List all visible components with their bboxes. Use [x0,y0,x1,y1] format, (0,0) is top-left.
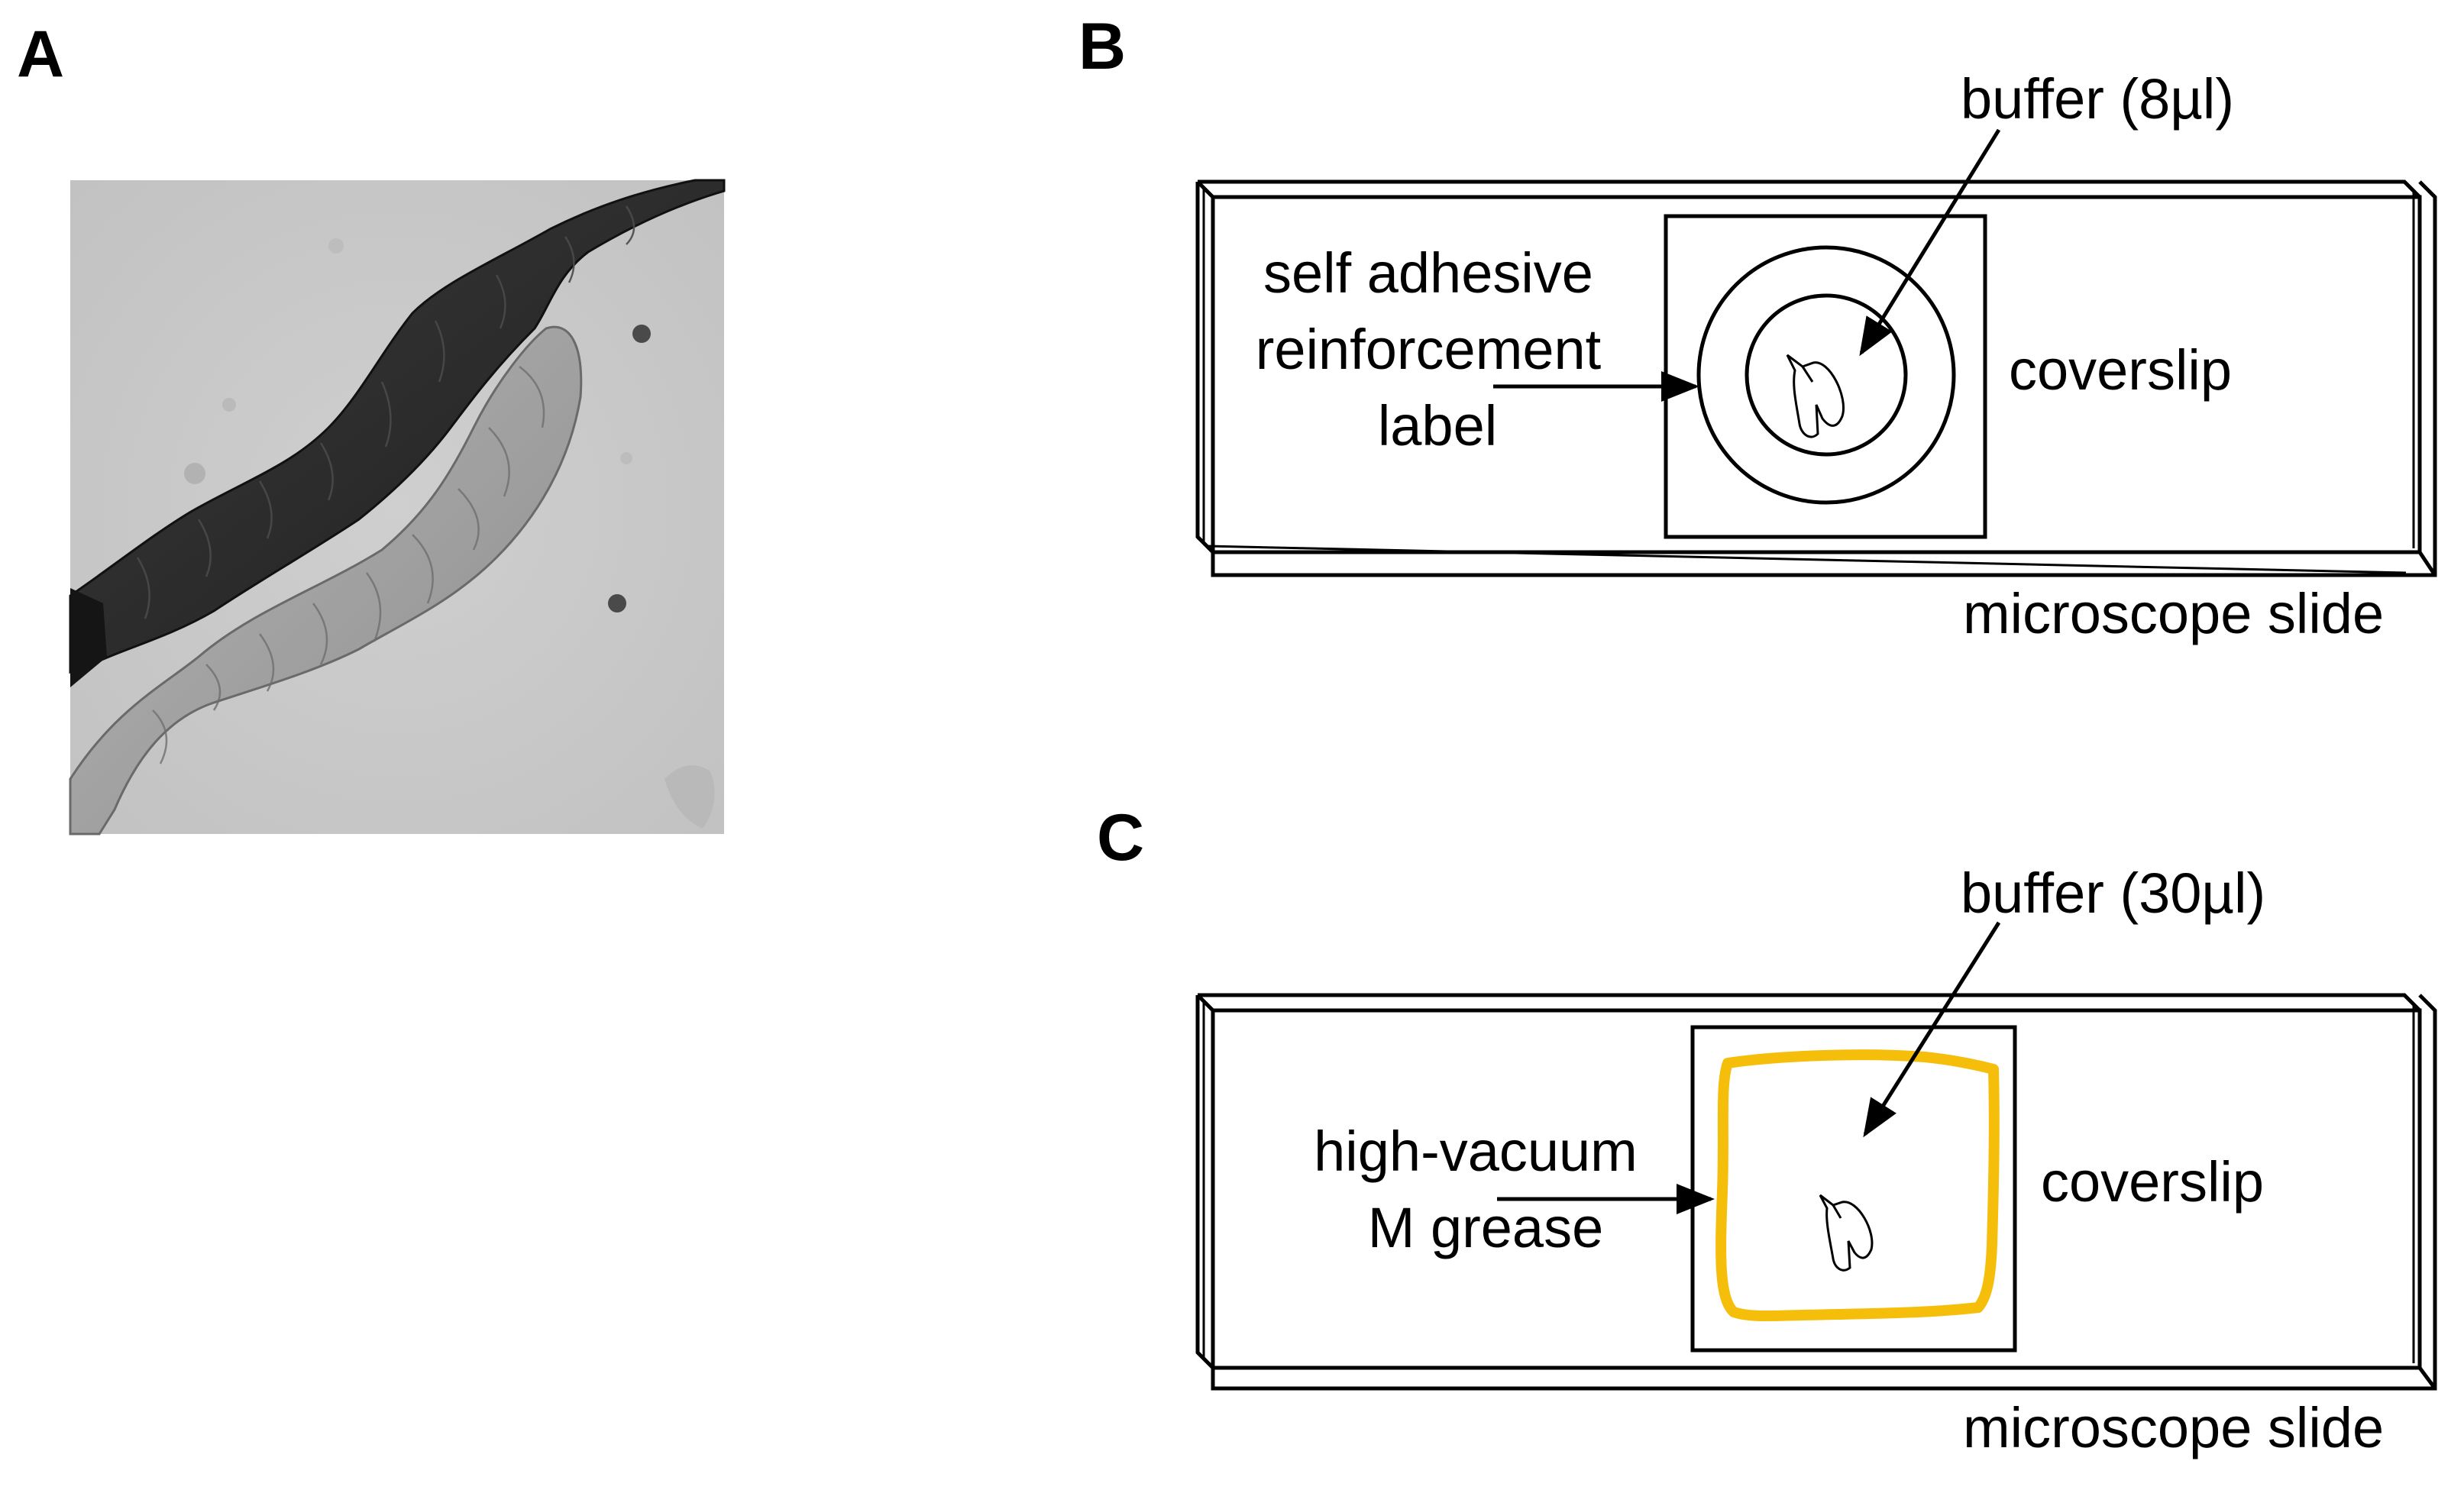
coverslip-label-c: coverslip [2041,1150,2264,1214]
microscope-slide-label: microscope slide [1963,582,2384,645]
dissected-tissue-icon [1786,354,1845,438]
reinforcement-label-line-1: self adhesive [1263,241,1593,305]
microscope-slide-label-c: microscope slide [1963,1396,2384,1459]
reinforcement-label-line-2: reinforcement [1256,318,1602,381]
coverslip-c [1690,1025,2017,1353]
grease-label-line-1: high-vacuum [1314,1120,1638,1183]
dissected-tissue-icon-c [1819,1194,1874,1272]
microscope-slide [1195,179,2437,577]
vacuum-grease-outline [1715,1049,2000,1322]
buffer-label-c: buffer (30µl) [1961,861,2265,925]
panel-c-letter: C [1097,801,1144,874]
micrograph-image [69,179,726,835]
reinforcement-label-inner-ring [1745,293,1908,457]
buffer-arrow-c [1863,921,2001,1138]
microscope-slide-c [1195,993,2437,1391]
buffer-arrow [1859,128,2001,357]
reinforcement-label-line-3: label [1378,394,1497,457]
panel-b-letter: B [1078,10,1126,83]
coverslip [1664,214,1987,539]
reinforcement-label-outer-ring [1696,245,1956,505]
coverslip-label: coverslip [2009,338,2232,402]
buffer-label: buffer (8µl) [1961,67,2234,131]
grease-label-line-2: M grease [1368,1196,1603,1259]
panel-a-letter: A [17,18,64,91]
